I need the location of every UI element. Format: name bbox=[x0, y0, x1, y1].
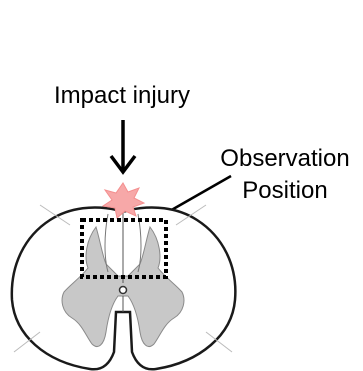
observation-label-line1: Observation bbox=[220, 145, 349, 172]
impact-injury-label: Impact injury bbox=[54, 82, 190, 109]
impact-arrow bbox=[111, 120, 135, 172]
observation-label-line2: Position bbox=[242, 177, 327, 204]
central-canal bbox=[120, 287, 127, 294]
